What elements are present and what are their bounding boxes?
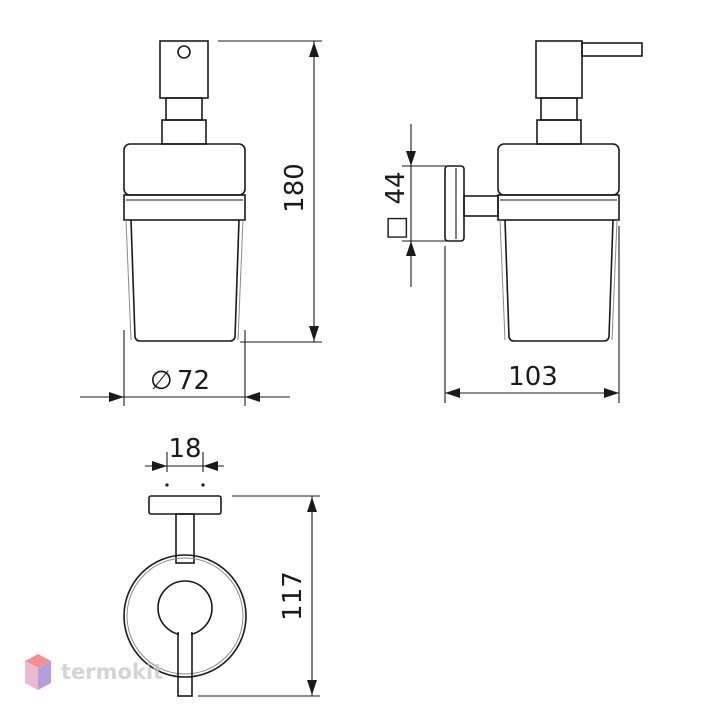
watermark-text: termokit [61,660,163,684]
side-pump-spout [581,42,643,57]
dimension-post: 18 [145,434,224,487]
top-view [123,495,247,697]
side-pump-head [535,40,583,99]
front-pump-hole [177,45,191,59]
side-wall-plate [444,165,465,242]
dimension-plate-label: 44 [381,171,411,204]
dimension-height-label: 180 [280,163,310,213]
dimension-depth: 103 [444,226,620,403]
side-pump-neck [540,97,578,121]
side-ring [497,194,620,221]
dimension-mount-height-label: 117 [278,571,308,621]
dimension-diameter-label: 72 [177,366,210,396]
front-view [123,40,246,342]
side-glass [504,219,614,342]
top-pump-head [157,580,213,636]
watermark-logo-icon [25,654,51,690]
dimension-post-label: 18 [168,434,201,464]
top-spout [177,632,193,697]
watermark: termokit [25,654,163,690]
top-arm [175,513,195,564]
top-outer-ring [123,554,247,678]
dimension-height: 180 [218,40,322,343]
front-glass [130,219,240,342]
front-cap [123,143,246,196]
front-ring [123,194,246,221]
dimension-mount-height: 117 [198,495,320,697]
top-wall-plate [148,495,222,515]
side-arm [463,195,499,217]
side-cap [497,143,620,196]
side-pump-collar [536,119,582,145]
side-view [444,40,643,342]
front-pump-collar [161,119,207,145]
front-pump-neck [165,97,203,121]
diameter-symbol: ∅ [150,366,173,396]
front-pump-head [159,40,209,99]
dimension-plate: □ 44 [381,124,447,287]
dimension-depth-label: 103 [508,362,558,392]
plate-symbol: □ [381,216,411,241]
dimension-diameter: ∅ 72 [80,330,290,406]
